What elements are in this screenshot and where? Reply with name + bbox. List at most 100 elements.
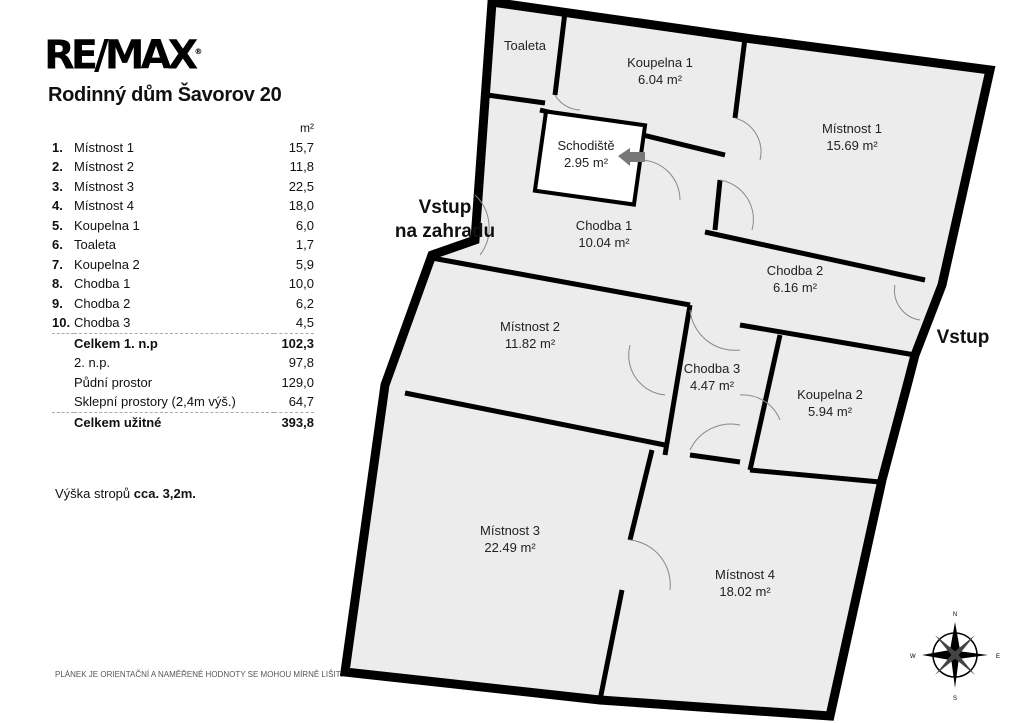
building-floor [339,0,996,721]
area-table: m² 1. Místnost 1 15,7 2. Místnost 2 11,8 3. M… [52,118,314,432]
ceiling-label: Výška stropů [55,486,134,501]
table-row: Půdní prostor 129,0 [52,373,314,393]
row-value: 11,8 [289,159,314,175]
room-label-koupelna-1: Koupelna 1 6.04 m² [627,54,693,88]
row-num: 1. [52,139,63,155]
main-entry-label: Vstup [936,327,990,348]
room-name: Koupelna 1 [627,55,693,70]
garden-entry-label: Vstup na zahradu [395,196,495,244]
room-area: 18.02 m² [719,584,771,599]
room-name: Schodiště [557,138,615,153]
row-value: 64,7 [288,394,314,410]
room-name: Toaleta [504,38,546,53]
row-num: 3. [52,178,63,194]
row-num: 6. [52,237,63,253]
row-name: Celkem užitné [74,411,274,432]
room-area: 4.47 m² [689,378,735,393]
table-row: 1. Místnost 1 15,7 [52,138,314,158]
table-row: 2. n.p. 97,8 [52,353,314,373]
table-row: 4. Místnost 4 18,0 [52,196,314,216]
room-area: 2.95 m² [563,155,609,170]
room-name: Chodba 2 [766,263,824,278]
staircase [532,109,648,207]
row-name: Koupelna 2 [74,256,140,272]
row-name: Chodba 3 [74,315,131,331]
interior-walls [404,11,926,701]
row-value: 15,7 [288,139,314,155]
table-row: 10.Chodba 3 4,5 [52,313,314,333]
room-label-chodba-2: Chodba 2 6.16 m² [767,262,823,296]
room-area: 22.49 m² [484,540,536,555]
row-num: 10. [52,315,71,331]
row-name: Půdní prostor [74,374,153,390]
room-area: 6.04 m² [637,72,683,87]
room-name: Chodba 3 [683,361,741,376]
row-name: Místnost 2 [74,159,134,175]
table-row: 8. Chodba 1 10,0 [52,274,314,294]
row-value: 4,5 [295,315,314,331]
room-area: 5.94 m² [807,404,853,419]
table-row: 9. Chodba 2 6,2 [52,294,314,314]
table-row: 3. Místnost 3 22,5 [52,177,314,197]
room-area: 15.69 m² [826,138,878,153]
row-value: 6,2 [295,295,314,311]
row-value: 129,0 [281,374,314,390]
row-value: 5,9 [295,256,314,272]
room-area: 10.04 m² [578,235,630,250]
row-value: 1,7 [295,237,314,253]
row-num: 5. [52,217,63,233]
room-label-mistnost-2: Místnost 2 11.82 m² [500,318,560,352]
row-value: 18,0 [288,198,314,214]
room-label-chodba-1: Chodba 1 10.04 m² [576,217,632,251]
room-label-koupelna-2: Koupelna 2 5.94 m² [797,386,863,420]
row-name: Místnost 3 [74,178,134,194]
row-num: 9. [52,295,63,311]
room-area: 6.16 m² [772,280,818,295]
room-label-mistnost-3: Místnost 3 22.49 m² [480,522,540,556]
disclaimer: PLÁNEK JE ORIENTAČNÍ A NAMĚŘENÉ HODNOTY … [55,670,343,679]
ceiling-height: Výška stropů cca. 3,2m. [55,486,196,501]
room-label-schodiste: Schodiště 2.95 m² [557,137,614,171]
table-row: 7. Koupelna 2 5,9 [52,255,314,275]
row-name: Toaleta [74,237,116,253]
row-name: Chodba 2 [74,295,131,311]
remax-logo: RE/MAX® [44,32,203,79]
row-num: 4. [52,198,63,214]
entry-line-2: na zahradu [394,221,496,242]
row-name: Místnost 1 [74,139,134,155]
row-name: Místnost 4 [74,198,134,214]
room-label-toaleta: Toaleta [504,37,546,54]
door-swings [474,94,921,591]
room-name: Místnost 3 [480,523,540,538]
row-value: 10,0 [288,276,314,292]
stair-arrow-icon [618,148,645,166]
table-row: 2. Místnost 2 11,8 [52,157,314,177]
room-name: Koupelna 2 [797,387,863,402]
entry-line-1: Vstup [418,197,472,218]
table-row: 6. Toaleta 1,7 [52,235,314,255]
room-label-chodba-3: Chodba 3 4.47 m² [684,360,740,394]
row-num: 8. [52,276,63,292]
row-name: Koupelna 1 [74,217,140,233]
row-name: Chodba 1 [74,276,131,292]
page-title: Rodinný dům Šavorov 20 [48,84,282,106]
unit-label: m² [300,120,314,135]
row-num: 2. [52,159,63,175]
row-name: 2. n.p. [74,355,111,371]
row-value: 97,8 [288,355,314,371]
room-area: 11.82 m² [504,336,556,351]
row-name: Sklepní prostory (2,4m výš.) [74,394,236,410]
row-num: 7. [52,256,63,272]
ceiling-value: cca. 3,2m. [133,486,196,501]
room-name: Místnost 2 [500,319,560,334]
row-value: 22,5 [288,178,314,194]
row-name: Celkem 1. n.p [74,332,274,353]
room-name: Chodba 1 [575,218,633,233]
row-value: 102,3 [273,332,314,353]
row-value: 6,0 [295,217,314,233]
